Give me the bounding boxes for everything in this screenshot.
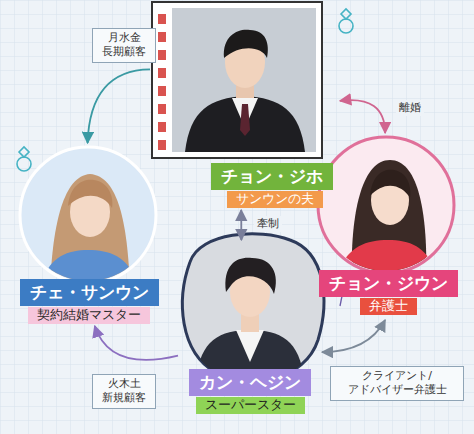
relation-label: 月水金 長期顧客 [92,28,156,63]
character-card: チョン・ジウン弁護士 [316,133,460,320]
relation-label: 火木土 新規顧客 [92,374,156,409]
character-name: チェ・サンウン [20,279,159,306]
relation-arrow [240,210,242,240]
character-role: サンウンの夫 [227,191,323,208]
relation-arrow [340,100,385,133]
relation-arrow [95,326,178,360]
character-name: チョン・ジホ [211,163,333,190]
relation-arrow [322,320,385,352]
character-role: 弁護士 [360,298,417,315]
relation-label: 離婚 [396,100,424,116]
relation-label: 牽制 [254,216,282,232]
character-role: スーパースター [196,397,305,414]
character-card: チェ・サンウン契約結婚マスター [18,143,161,326]
character-card: チョン・ジホサンウンの夫 [150,0,340,210]
character-card: カン・ヘジンスーパースター [178,240,322,418]
character-name: チョン・ジウン [319,270,458,297]
character-name: カン・ヘジン [189,369,311,396]
relation-arrow [88,69,150,143]
character-role: 契約結婚マスター [28,307,150,324]
relation-label: クライアント/ アドバイザー弁護士 [330,366,464,401]
